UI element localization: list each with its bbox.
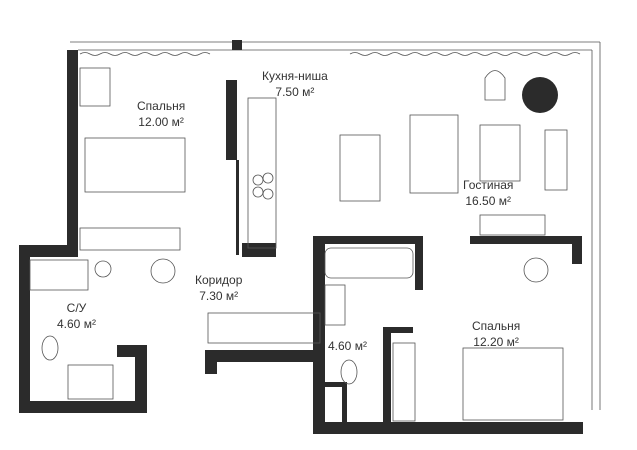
room-name: Спальня xyxy=(137,99,186,113)
corridor-wardrobe xyxy=(207,312,321,344)
windows xyxy=(70,41,601,410)
plant xyxy=(522,77,558,113)
room-label-kitchen: Кухня-ниша 7.50 м² xyxy=(262,68,328,100)
toilet xyxy=(41,335,59,361)
room-label-corridor: Коридор 7.30 м² xyxy=(195,272,242,304)
room-area: 7.30 м² xyxy=(199,289,239,303)
furniture xyxy=(29,67,568,422)
bathtub xyxy=(324,247,414,279)
room-label-living: Гостиная 16.50 м² xyxy=(463,177,513,209)
room-name: Гостиная xyxy=(463,178,514,192)
room-name: Коридор xyxy=(195,273,243,287)
wardrobe xyxy=(79,227,181,251)
bedroom2-wardrobe xyxy=(392,342,416,422)
shower xyxy=(29,259,89,291)
room-area: 12.20 м² xyxy=(473,335,519,349)
room-area: 4.60 м² xyxy=(57,317,96,331)
room-area: 16.50 м² xyxy=(465,194,511,208)
room-label-bedroom1: Спальня 12.00 м² xyxy=(137,98,185,130)
room-name: Спальня xyxy=(472,319,521,333)
radiator-console xyxy=(479,214,546,236)
walls xyxy=(19,40,583,434)
room-label-bedroom2: Спальня 12.20 м² xyxy=(472,318,520,350)
sofa xyxy=(409,114,459,194)
toilet2 xyxy=(340,359,358,385)
room-name: Кухня-ниша xyxy=(262,69,328,83)
room-label-bath2: 4.60 м² xyxy=(328,338,367,354)
room-area: 4.60 м² xyxy=(328,339,367,353)
armchair xyxy=(479,124,521,182)
room-area: 12.00 м² xyxy=(138,115,184,129)
tv xyxy=(544,129,568,191)
room-name: С/У xyxy=(66,301,87,315)
room-label-bath1: С/У 4.60 м² xyxy=(57,300,96,332)
bed-double xyxy=(462,347,564,421)
kitchen-counter xyxy=(247,97,277,249)
desk xyxy=(79,67,111,107)
bed-single xyxy=(84,137,186,193)
washing-machine xyxy=(94,260,112,278)
sink2 xyxy=(324,284,346,326)
room-area: 7.50 м² xyxy=(275,85,315,99)
sink xyxy=(67,364,114,400)
dining-table xyxy=(339,134,381,202)
